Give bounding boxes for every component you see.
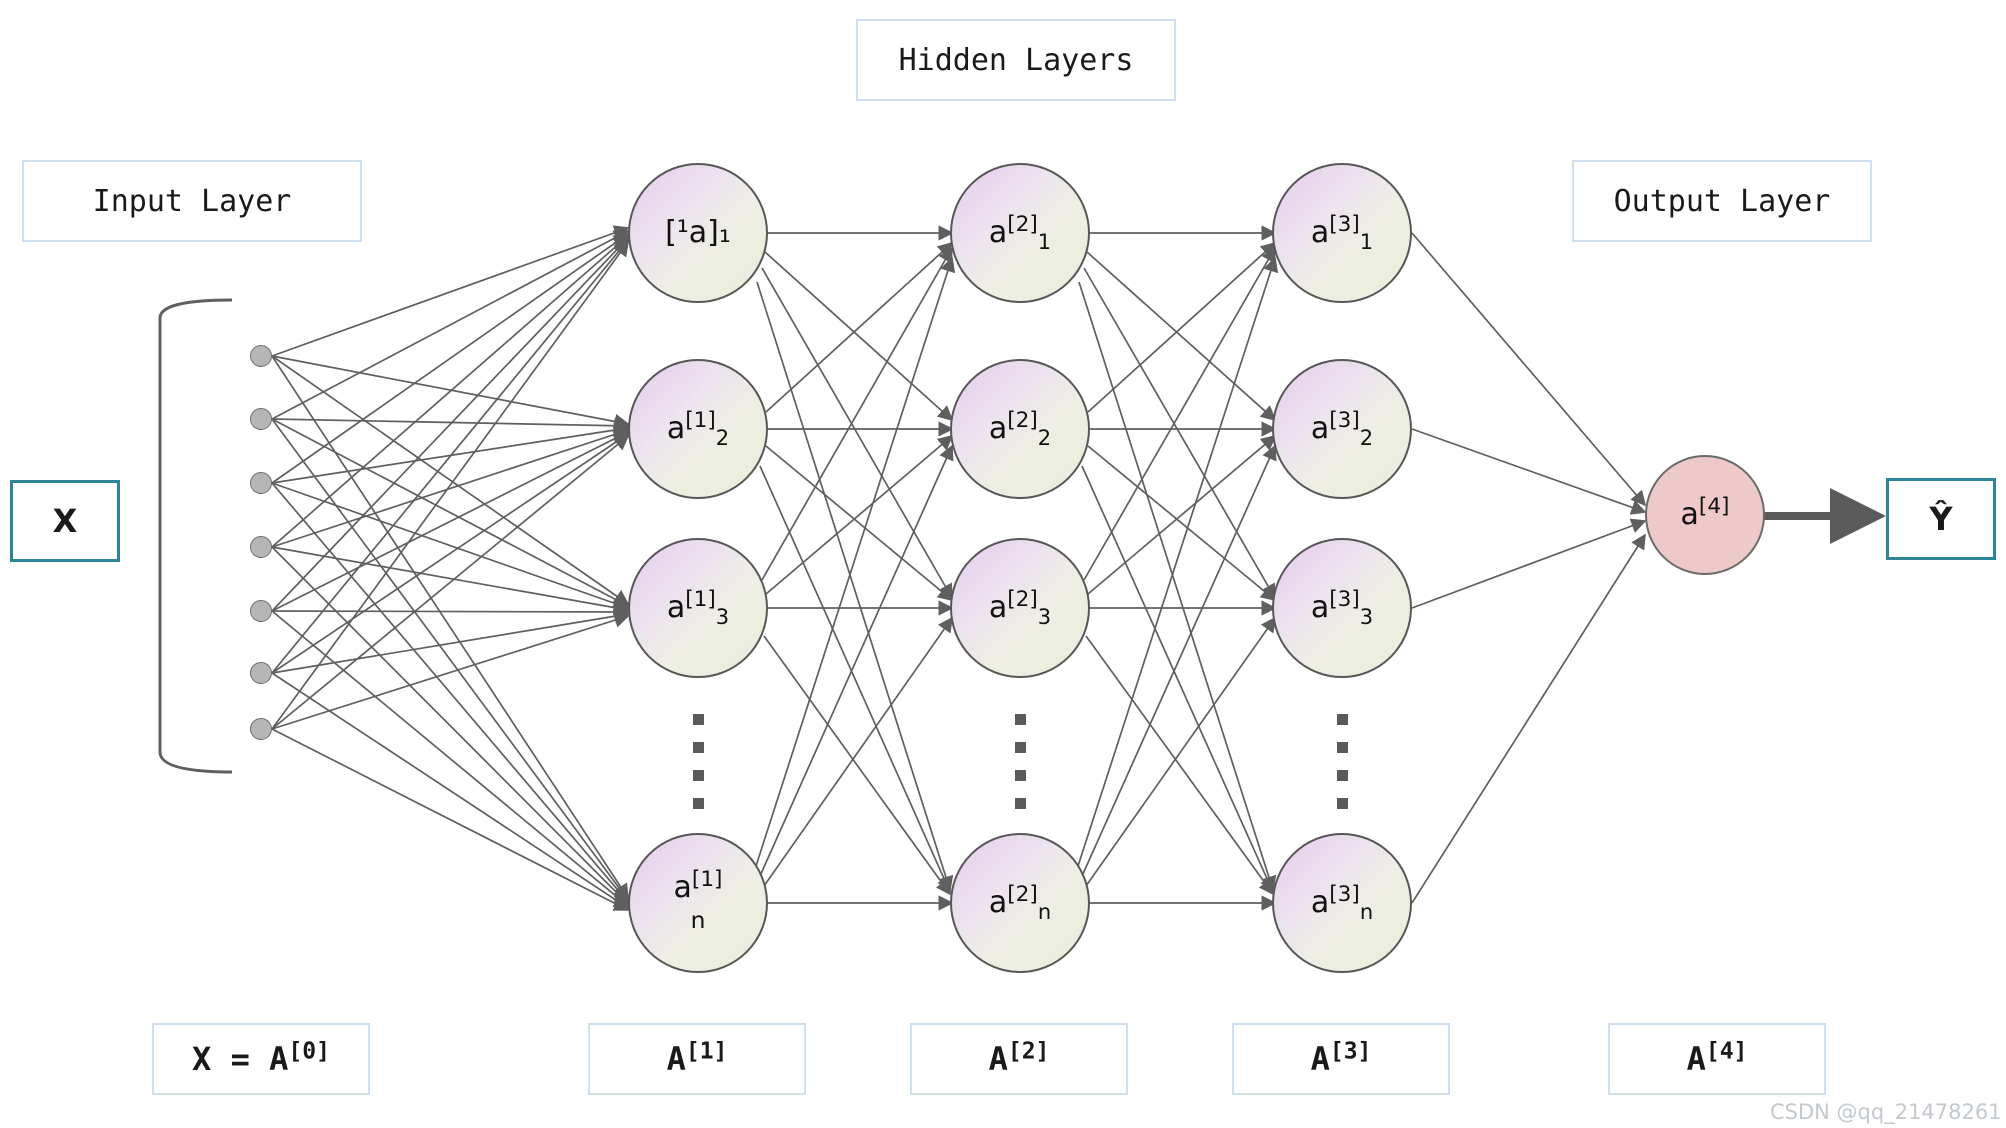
input-layer-title: Input Layer [22,160,362,242]
output-layer-title: Output Layer [1572,160,1872,242]
ellipsis-h2 [1015,714,1026,826]
bottom-label-a2: A[2] [910,1023,1128,1095]
output-variable-box: Ŷ [1886,478,1996,560]
input-node-1 [250,345,272,367]
bottom-label-a0: X = A[0] [152,1023,370,1095]
neuron-h3-2: a[3]2 [1272,359,1412,499]
input-variable-text: X [52,502,78,540]
neuron-h1-n-label: a[1]n [673,866,723,934]
neuron-h1-1-label: [¹a]₁ [665,215,731,251]
bottom-label-a4-text: A[4] [1686,1038,1748,1078]
neuron-h2-3: a[2]3 [950,538,1090,678]
neuron-h3-n-label: a[3]n [1310,882,1374,925]
input-layer-title-text: Input Layer [92,183,292,219]
input-variable-box: X [10,480,120,562]
ellipsis-h3 [1337,714,1348,826]
input-node-3 [250,472,272,494]
neuron-h1-2: a[1]2 [628,359,768,499]
bottom-label-a2-text: A[2] [988,1038,1050,1078]
input-node-2 [250,408,272,430]
neuron-h2-n: a[2]n [950,833,1090,973]
neuron-output-label: a[4] [1680,494,1730,533]
watermark: CSDN @qq_21478261 [1770,1100,2002,1124]
neuron-h2-2: a[2]2 [950,359,1090,499]
input-node-6 [250,662,272,684]
neuron-h2-1: a[2]1 [950,163,1090,303]
neuron-h3-3: a[3]3 [1272,538,1412,678]
neuron-h2-n-label: a[2]n [988,882,1052,925]
neuron-h2-1-label: a[2]1 [988,212,1052,255]
neuron-h1-3: a[1]3 [628,538,768,678]
bottom-label-a4: A[4] [1608,1023,1826,1095]
bottom-label-a3: A[3] [1232,1023,1450,1095]
neuron-h3-1-label: a[3]1 [1310,212,1374,255]
neuron-h2-3-label: a[2]3 [988,587,1052,630]
neuron-output: a[4] [1645,455,1765,575]
bottom-label-a3-text: A[3] [1310,1038,1372,1078]
ellipsis-h1 [693,714,704,826]
hidden-layers-title-text: Hidden Layers [898,42,1134,78]
neuron-h3-2-label: a[3]2 [1310,408,1374,451]
input-node-5 [250,600,272,622]
output-variable-text: Ŷ [1929,500,1953,538]
output-layer-title-text: Output Layer [1613,183,1831,219]
neuron-h1-3-label: a[1]3 [666,587,730,630]
neuron-h3-n: a[3]n [1272,833,1412,973]
neuron-h1-n: a[1]n [628,833,768,973]
input-node-7 [250,718,272,740]
neuron-h3-1: a[3]1 [1272,163,1412,303]
neuron-h3-3-label: a[3]3 [1310,587,1374,630]
hidden-layers-title: Hidden Layers [856,19,1176,101]
input-node-4 [250,536,272,558]
neuron-h1-2-label: a[1]2 [666,408,730,451]
neuron-h2-2-label: a[2]2 [988,408,1052,451]
bottom-label-a1: A[1] [588,1023,806,1095]
bottom-label-a1-text: A[1] [666,1038,728,1078]
bottom-label-a0-text: X = A[0] [192,1038,330,1078]
neuron-h1-1: [¹a]₁ [628,163,768,303]
